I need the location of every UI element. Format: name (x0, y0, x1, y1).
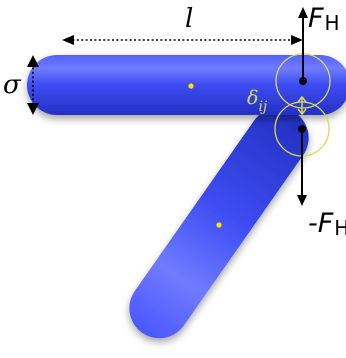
center-dot-lower-rod (216, 222, 222, 228)
force-arrow-up (298, 7, 308, 85)
length-dimension-arrow (62, 35, 303, 45)
force-arrow-down (297, 125, 307, 206)
force-label-bottom-sub: H (334, 216, 346, 240)
center-dot-upper-rod (188, 83, 194, 89)
diameter-label: σ (3, 70, 22, 100)
force-label-bottom-main: -F (308, 208, 334, 239)
force-label-top-main: F (308, 3, 324, 34)
horizontal-rod (27, 55, 346, 115)
force-label-bottom: -FH (308, 208, 346, 240)
diameter-dimension-arrow (27, 55, 39, 115)
length-label: l (185, 4, 193, 34)
force-label-top-sub: H (325, 11, 340, 35)
force-label-top: FH (308, 3, 340, 35)
gap-label-sub: ij (258, 99, 267, 115)
gap-label-main: δ (247, 87, 258, 109)
gap-label: δij (247, 87, 268, 115)
gap-arrow (297, 95, 307, 116)
